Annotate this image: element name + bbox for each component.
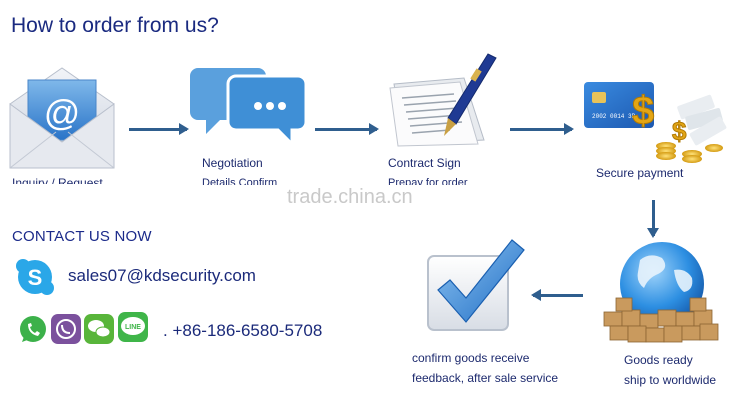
inquiry-label-clip: Inquiry / Request [12,176,122,184]
arrow-down [647,200,659,238]
envelope-icon: @ [9,67,115,169]
skype-icon[interactable]: S [15,258,55,296]
arrow-2 [315,123,379,135]
chat-bubbles-icon [190,68,308,145]
svg-text:@: @ [44,92,81,133]
viber-icon[interactable] [51,314,81,344]
contract-pen-icon [389,53,497,147]
shipping-line2: ship to worldwide [624,373,717,387]
phone-number[interactable]: . +86-186-6580-5708 [163,321,323,340]
arrow-1 [129,123,189,135]
line-icon-text: LINE [125,324,141,331]
svg-text:$: $ [632,89,654,133]
arrow-left [531,289,583,301]
card-number: 2002 0014 3B [592,113,636,120]
email-link[interactable]: sales07@kdsecurity.com [68,266,256,285]
feedback-line1: confirm goods receive [412,351,530,365]
shipping-line1: Goods ready [624,353,693,367]
credit-card-money-icon: 2002 0014 3B $ $ [584,82,727,163]
line-icon[interactable]: LINE [118,312,148,342]
negotiation-sub: Details Confirm [202,177,278,185]
feedback-line2: feedback, after sale service [412,371,559,385]
contact-heading: CONTACT US NOW [12,228,152,245]
negotiation-label: Negotiation [202,156,263,170]
negotiation-sub-clip: Details Confirm [202,177,302,185]
watermark: trade.china.cn [287,186,413,208]
contract-sub: Prepay for order [388,177,468,185]
contract-sub-clip: Prepay for order [388,177,480,185]
contract-label: Contract Sign [388,156,461,170]
arrow-3 [510,123,574,135]
svg-text:$: $ [672,116,687,146]
payment-label: Secure payment [596,166,684,180]
wechat-icon[interactable] [84,314,114,344]
checkmark-icon [427,239,525,331]
inquiry-label: Inquiry / Request [12,176,103,184]
globe-boxes-icon [603,242,719,343]
page-title: How to order from us? [11,14,219,37]
whatsapp-icon[interactable] [18,314,48,344]
svg-text:S: S [28,265,43,290]
